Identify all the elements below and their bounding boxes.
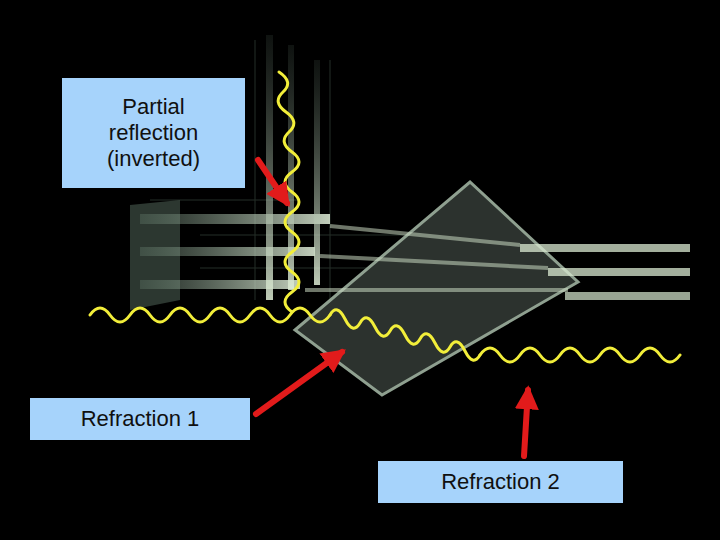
inner-beams [305,226,568,290]
callout-text: Refraction 1 [81,406,200,432]
callout-text: Refraction 2 [441,469,560,495]
callout-text: Partial reflection (inverted) [78,94,229,172]
leader-arrow [258,160,287,203]
refracted-wave-2 [480,348,680,362]
callout-box: Partial reflection (inverted) [62,78,245,188]
callout-box: Refraction 2 [378,461,623,503]
leader-arrow [524,390,528,456]
callout-box: Refraction 1 [30,398,250,440]
leader-arrow [256,352,342,414]
incident-wave [90,308,330,322]
glass-block [295,182,578,395]
incoming-beams [130,200,330,310]
refracted-wave-1 [330,310,480,360]
reflected-beams [266,35,320,300]
leader-arrows [256,160,528,456]
exit-beams [520,244,690,300]
